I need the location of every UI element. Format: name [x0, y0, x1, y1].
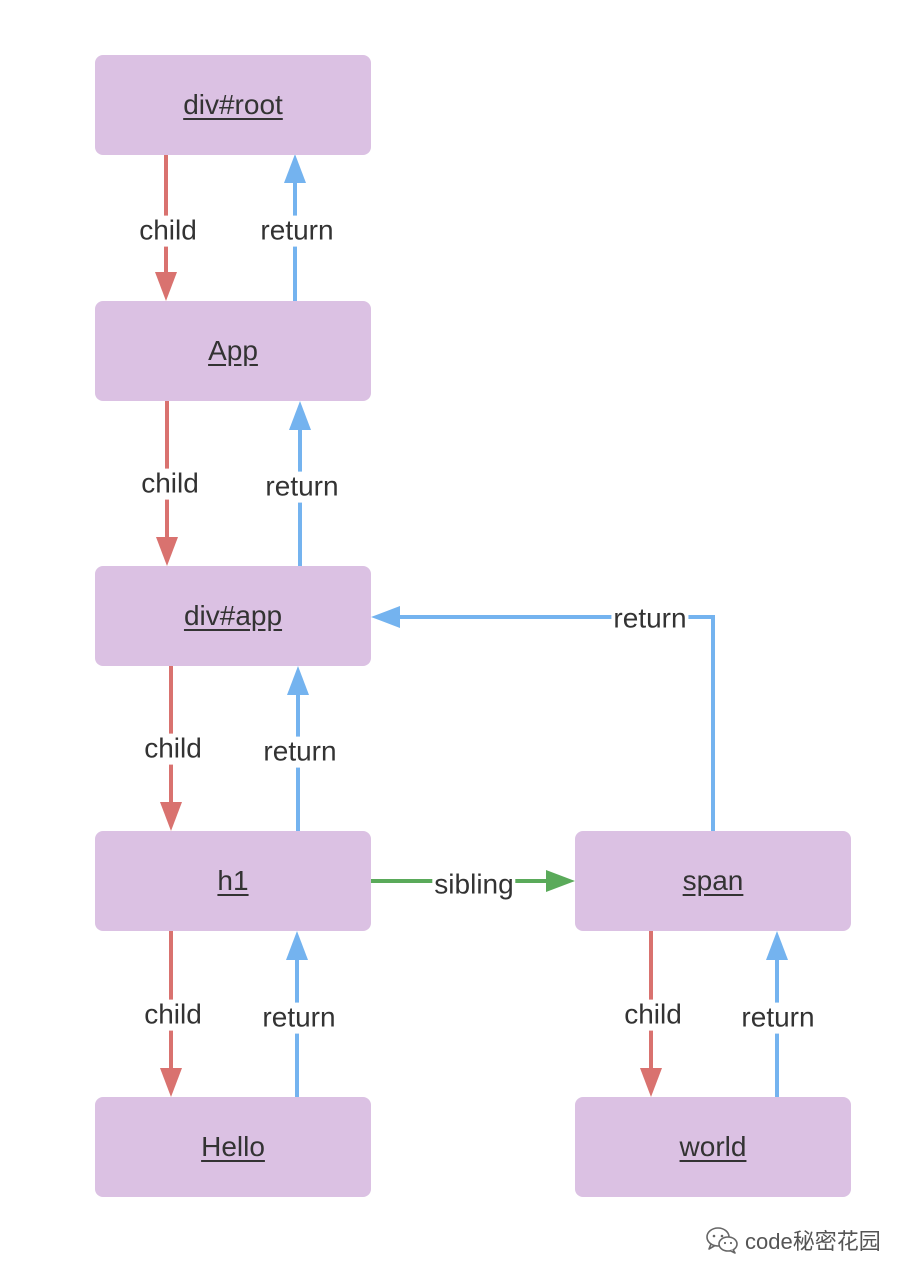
watermark: code秘密花园: [705, 1222, 881, 1258]
arrowhead-h1-hello-child: [160, 1068, 182, 1097]
edge-line-span-divapp-return: [400, 615, 715, 831]
edge-label-h1-span-sibling: sibling: [432, 868, 516, 901]
edge-label-divapp-h1-child: child: [142, 732, 204, 765]
node-app[interactable]: App: [95, 301, 371, 401]
node-h1[interactable]: h1: [95, 831, 371, 931]
arrowhead-app-divapp-child: [156, 537, 178, 566]
arrowhead-divapp-app-return: [289, 401, 311, 430]
node-span[interactable]: span: [575, 831, 851, 931]
edge-label-h1-hello-child: child: [142, 998, 204, 1031]
edge-label-divapp-app-return: return: [263, 470, 341, 503]
edge-label-app-divapp-child: child: [139, 467, 201, 500]
node-div-root[interactable]: div#root: [95, 55, 371, 155]
node-world[interactable]: world: [575, 1097, 851, 1197]
arrowhead-h1-span-sibling: [546, 870, 575, 892]
arrowhead-world-span-return: [766, 931, 788, 960]
arrowhead-h1-divapp-return: [287, 666, 309, 695]
node-hello[interactable]: Hello: [95, 1097, 371, 1197]
edge-label-span-world-child: child: [622, 998, 684, 1031]
wechat-icon: [705, 1226, 739, 1254]
node-div-app[interactable]: div#app: [95, 566, 371, 666]
arrowhead-root-app-child: [155, 272, 177, 301]
edge-label-hello-h1-return: return: [260, 1001, 338, 1034]
edge-label-app-root-return: return: [258, 214, 336, 247]
arrowhead-divapp-h1-child: [160, 802, 182, 831]
arrowhead-span-world-child: [640, 1068, 662, 1097]
edge-label-span-divapp-return: return: [611, 602, 689, 635]
edge-label-root-app-child: child: [137, 214, 199, 247]
arrowhead-hello-h1-return: [286, 931, 308, 960]
arrowhead-app-root-return: [284, 154, 306, 183]
edge-label-world-span-return: return: [739, 1001, 817, 1034]
edge-label-h1-divapp-return: return: [261, 735, 339, 768]
arrowhead-span-divapp-return: [371, 606, 400, 628]
watermark-text: code秘密花园: [745, 1229, 881, 1254]
